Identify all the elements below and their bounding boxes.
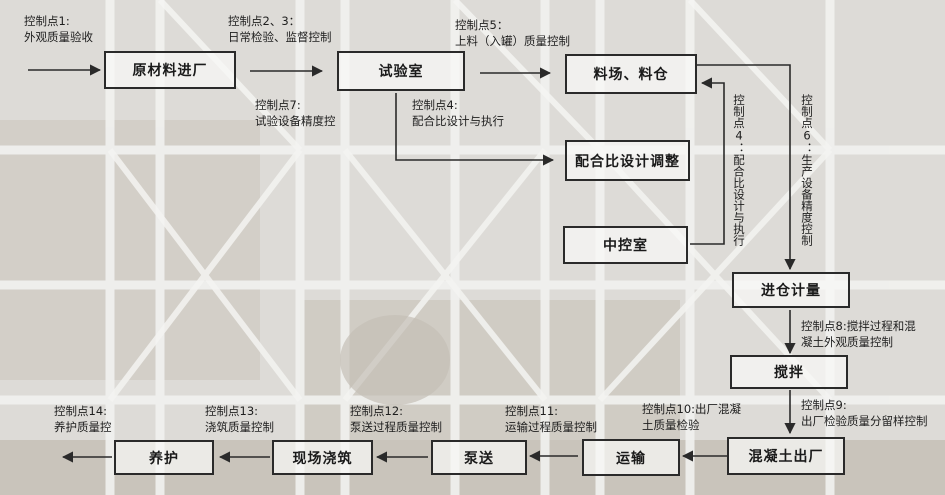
note-control-point-4-vertical: 控制点4：配合比设计与执行 (732, 94, 746, 246)
box-control-room: 中控室 (563, 226, 688, 264)
box-discharge: 混凝土出厂 (727, 437, 845, 475)
note-control-point-14: 控制点14: 养护质量控 (54, 404, 112, 434)
note-control-point-10: 控制点10:出厂混凝 土质量检验 (642, 402, 742, 432)
note-control-point-7: 控制点7: 试验设备精度控 (255, 98, 336, 128)
note-control-point-6-vertical: 控制点6：生产设备精度控制 (800, 94, 814, 246)
note-control-point-11: 控制点11: 运输过程质量控制 (505, 404, 597, 434)
box-pumping: 泵送 (431, 440, 527, 475)
box-transport: 运输 (582, 439, 680, 476)
arrow-control-to-stockyard (690, 77, 725, 245)
box-stockyard: 料场、料仓 (565, 54, 697, 94)
box-lab: 试验室 (337, 51, 465, 91)
note-control-point-2-3: 控制点2、3： 日常检验、监督控制 (228, 14, 332, 44)
box-curing: 养护 (114, 440, 214, 475)
box-mix-adjust: 配合比设计调整 (565, 140, 690, 181)
box-mixing: 搅拌 (730, 355, 848, 389)
arrow-lab-to-mix-adjust (395, 93, 555, 166)
arrow-stockyard-to-batching (697, 64, 796, 271)
note-control-point-13: 控制点13: 浇筑质量控制 (205, 404, 274, 434)
box-raw-material: 原材料进厂 (104, 51, 236, 89)
note-control-point-8: 控制点8:搅拌过程和混 凝土外观质量控制 (801, 319, 916, 349)
note-control-point-9: 控制点9: 出厂检验质量分留样控制 (801, 398, 928, 428)
note-control-point-12: 控制点12: 泵送过程质量控制 (350, 404, 442, 434)
box-batching: 进仓计量 (732, 272, 850, 308)
box-pouring: 现场浇筑 (272, 440, 373, 475)
note-control-point-4: 控制点4: 配合比设计与执行 (412, 98, 504, 128)
note-control-point-1: 控制点1: 外观质量验收 (24, 14, 93, 44)
note-control-point-5: 控制点5： 上料（入罐）质量控制 (455, 18, 570, 48)
